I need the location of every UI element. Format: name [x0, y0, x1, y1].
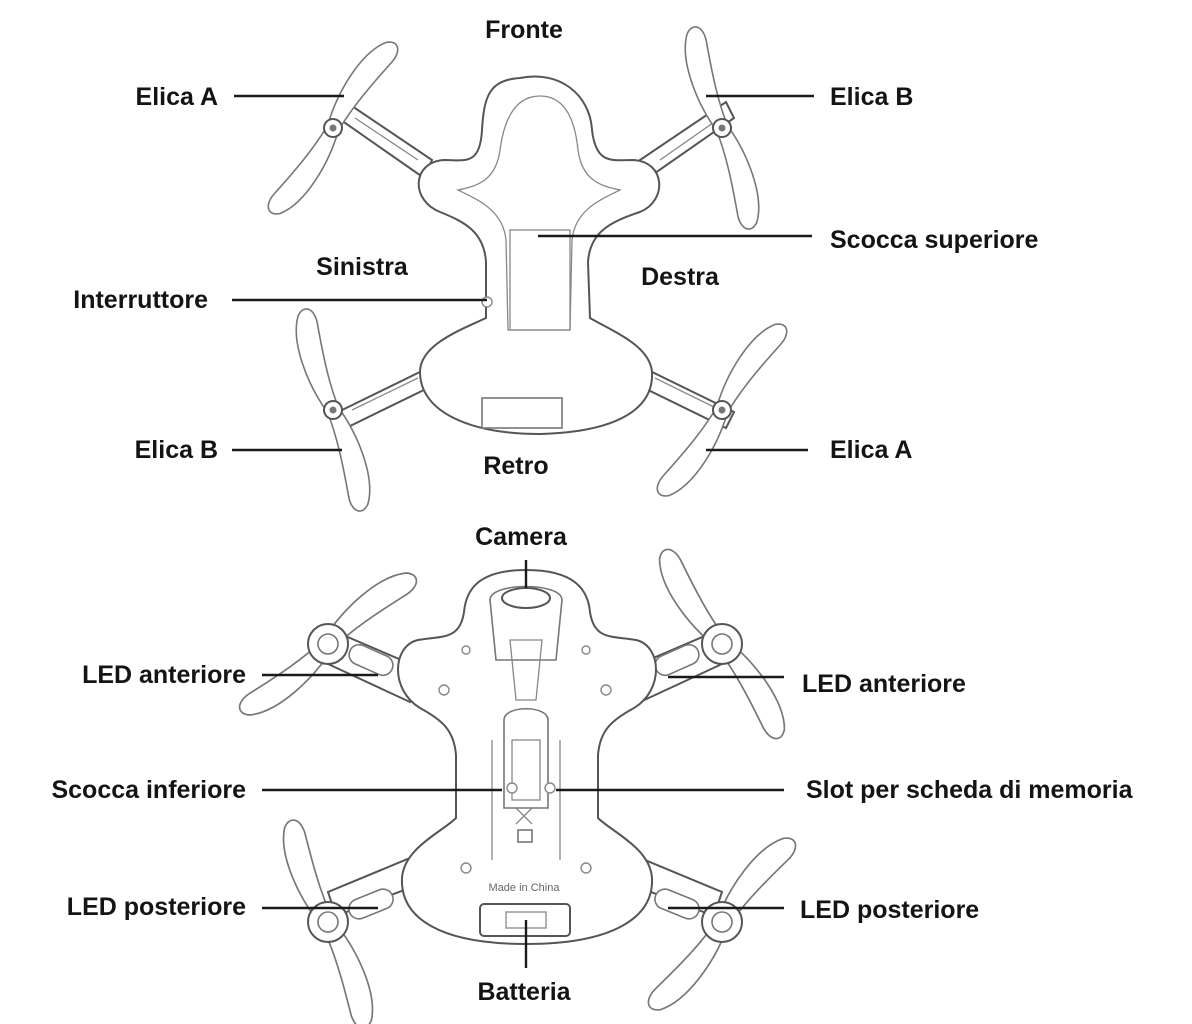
propeller-bottom-right-graphic — [653, 305, 791, 515]
label-right: Destra — [641, 263, 720, 291]
label-propeller-top-right: Elica B — [830, 83, 913, 111]
label-top-shell: Scocca superiore — [830, 226, 1039, 254]
top-shell-outline — [417, 75, 661, 436]
label-propeller-bottom-left: Elica B — [135, 436, 218, 464]
label-bottom-shell: Scocca inferiore — [51, 776, 246, 804]
label-propeller-bottom-right: Elica A — [830, 436, 912, 464]
label-propeller-top-left: Elica A — [136, 83, 218, 111]
label-battery: Batteria — [477, 978, 571, 1006]
label-front-led-left: LED anteriore — [82, 661, 246, 689]
bottom-view: Made in China Camera LED anteriore LED a… — [51, 523, 1134, 1024]
label-front: Fronte — [485, 16, 563, 44]
label-memory-slot: Slot per scheda di memoria — [806, 776, 1134, 804]
label-rear-led-right: LED posteriore — [800, 896, 979, 924]
top-view: Fronte Elica A Elica B Scocca superiore … — [73, 16, 1039, 515]
label-back: Retro — [483, 452, 548, 480]
top-arms — [336, 100, 736, 430]
made-in-text: Made in China — [489, 882, 561, 894]
label-left: Sinistra — [316, 253, 409, 281]
label-front-led-right: LED anteriore — [802, 670, 966, 698]
label-camera: Camera — [475, 523, 568, 551]
label-rear-led-left: LED posteriore — [67, 893, 246, 921]
label-power-switch: Interruttore — [73, 286, 208, 314]
propeller-top-right-graphic — [653, 23, 791, 233]
